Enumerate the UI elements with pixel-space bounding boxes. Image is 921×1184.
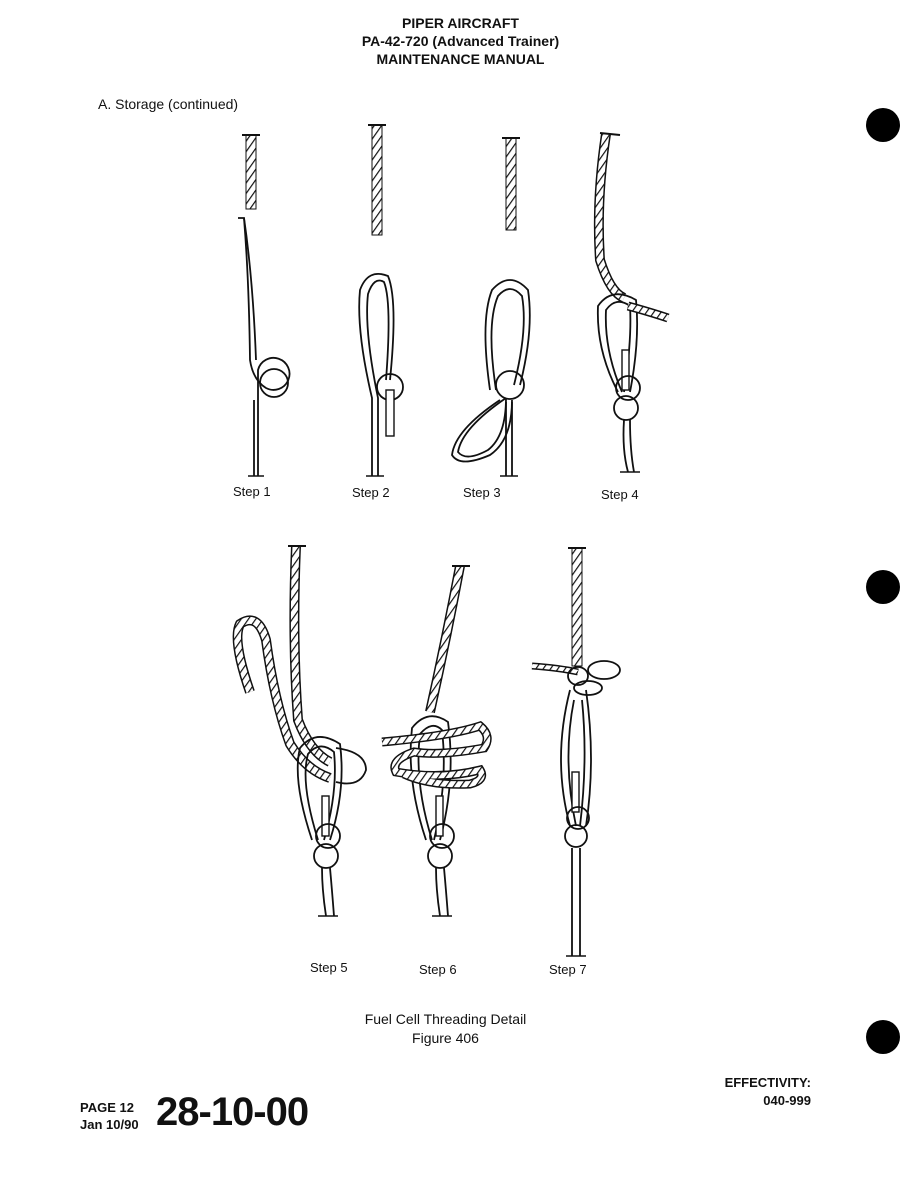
step4-drawing	[593, 132, 670, 473]
step7-drawing	[531, 547, 621, 957]
effectivity-value: 040-999	[763, 1093, 811, 1108]
punch-hole-icon	[866, 108, 900, 142]
step-label: Step 7	[549, 962, 587, 977]
section-title: A. Storage (continued)	[98, 96, 239, 112]
step-label: Step 1	[233, 484, 271, 499]
step3-drawing	[451, 137, 531, 477]
header-model: PA-42-720 (Advanced Trainer)	[361, 33, 560, 49]
punch-hole-icon	[866, 570, 900, 604]
page-number: PAGE 12	[80, 1100, 134, 1115]
punch-hole-icon	[866, 1020, 900, 1054]
step-label: Step 3	[463, 485, 501, 500]
step1-drawing	[238, 134, 291, 477]
header-manual-title: MAINTENANCE MANUAL	[376, 51, 545, 67]
step-label: Step 6	[419, 962, 457, 977]
figure-number: Figure 406	[412, 1030, 479, 1046]
revision-date: Jan 10/90	[80, 1117, 139, 1132]
step-label: Step 2	[352, 485, 390, 500]
figure-caption: Fuel Cell Threading Detail	[364, 1011, 527, 1027]
step5-drawing	[232, 545, 367, 917]
document-number: 28-10-00	[156, 1090, 309, 1134]
step2-drawing	[358, 124, 404, 477]
step-label: Step 5	[310, 960, 348, 975]
effectivity-label: EFFECTIVITY:	[724, 1075, 811, 1090]
step-label: Step 4	[601, 487, 639, 502]
step6-drawing	[381, 565, 492, 917]
header-manufacturer: PIPER AIRCRAFT	[402, 15, 519, 31]
